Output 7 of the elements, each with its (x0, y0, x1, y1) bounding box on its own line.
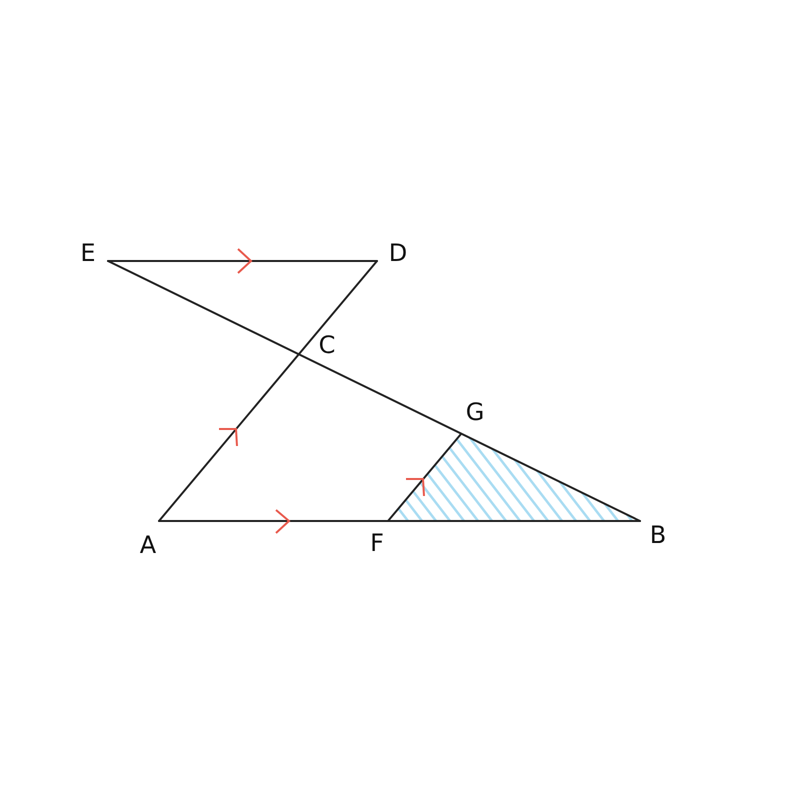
point-label: D (388, 240, 408, 266)
point-label: F (370, 530, 384, 556)
point-label: B (650, 522, 666, 548)
point-label: C (318, 332, 336, 358)
point-label: G (466, 399, 484, 425)
point-label: E (80, 240, 96, 266)
point-label: A (140, 532, 156, 558)
